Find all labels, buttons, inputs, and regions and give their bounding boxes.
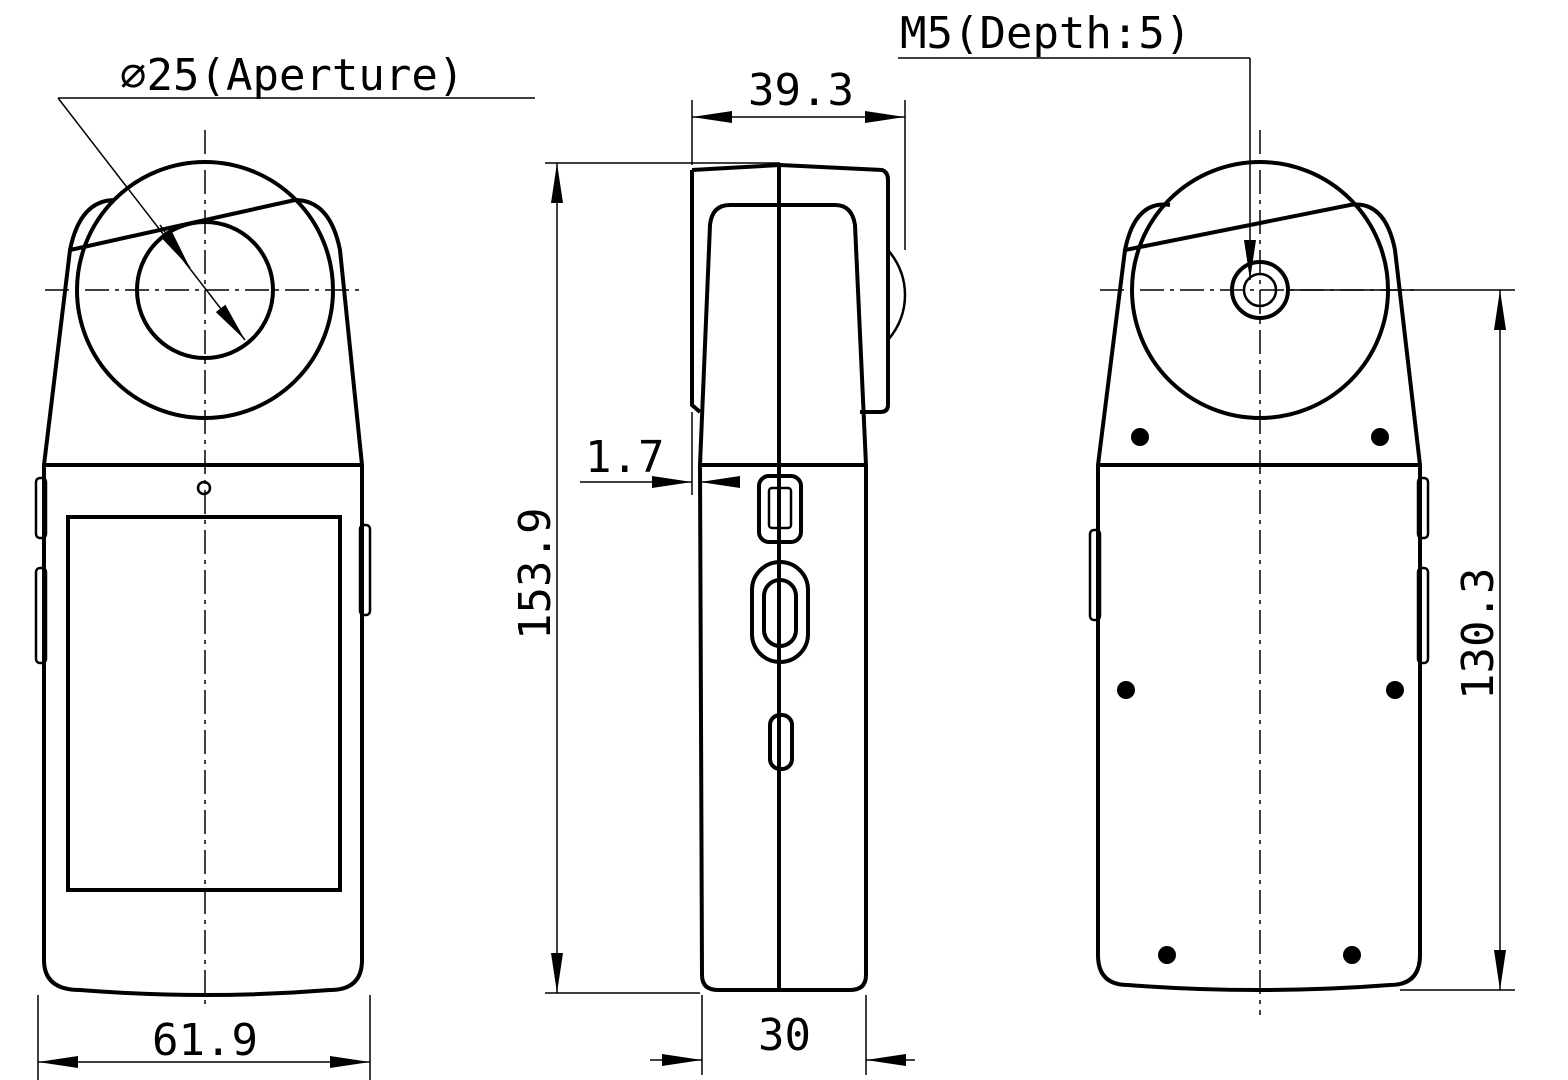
power-button (750, 560, 810, 664)
side-switch (768, 713, 794, 771)
screen (66, 515, 342, 892)
width-front-label: 61.9 (152, 1015, 258, 1066)
height-total-label: 153.9 (510, 508, 561, 640)
side-button-right (358, 523, 372, 617)
front-view: ∅25(Aperture) 61.9 (34, 50, 535, 1080)
offset-label: 1.7 (585, 432, 664, 483)
thread-label: M5(Depth:5) (900, 8, 1191, 59)
indicator-led (196, 480, 212, 496)
usb-port (757, 474, 803, 544)
side-button-left (34, 476, 48, 540)
depth-top-label: 39.3 (748, 65, 854, 116)
screws (1117, 428, 1404, 964)
aperture-label: ∅25(Aperture) (120, 50, 464, 101)
width-side-label: 30 (758, 1010, 811, 1061)
side-view: 39.3 153.9 1.7 30 (510, 65, 915, 1075)
height-mount-label: 130.3 (1453, 568, 1504, 700)
back-view: M5(Depth:5) 130.3 (898, 8, 1515, 1015)
